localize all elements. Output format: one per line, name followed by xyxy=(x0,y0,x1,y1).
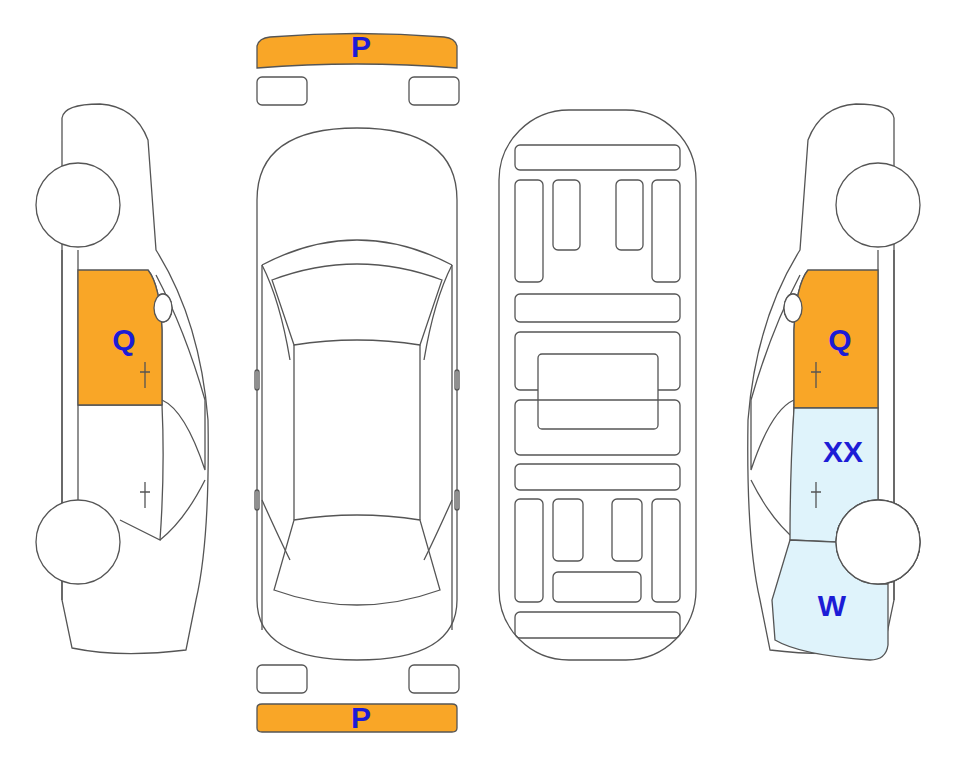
damage-code: Q xyxy=(112,325,135,355)
damage-code: W xyxy=(818,591,846,621)
door-region: Q xyxy=(76,268,166,408)
damage-code: Q xyxy=(828,325,851,355)
bumper-region: P xyxy=(255,702,459,734)
door-region: Q xyxy=(792,268,882,410)
damage-code: P xyxy=(351,703,371,733)
quarter-panel-region: W xyxy=(770,538,892,662)
damage-code: P xyxy=(351,32,371,62)
damage-code: XX xyxy=(823,437,863,467)
bumper-region: P xyxy=(255,30,459,72)
